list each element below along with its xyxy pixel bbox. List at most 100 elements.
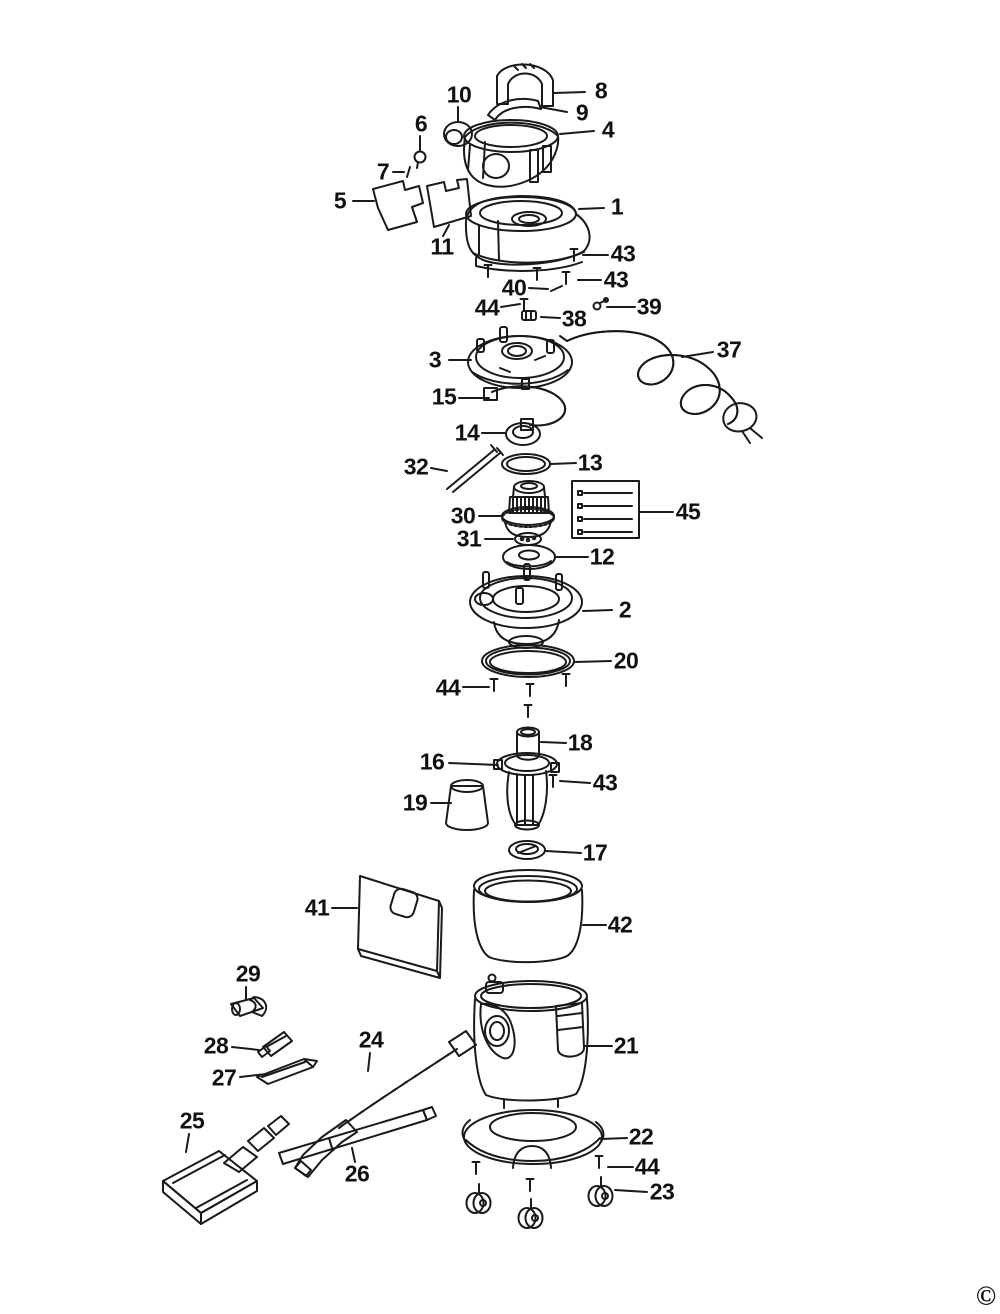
part-16-drawing (493, 752, 560, 831)
part-label-14: 14 (454, 419, 480, 446)
part-label-29: 29 (235, 960, 261, 987)
leader-line-32 (430, 467, 448, 472)
leader-line-8 (553, 91, 586, 94)
part-22-drawing (461, 1109, 605, 1169)
leader-line-37 (681, 351, 714, 358)
part-label-19: 19 (402, 789, 428, 816)
part-label-6: 6 (414, 110, 428, 137)
part-label-43: 43 (603, 266, 629, 293)
part-32-drawing (446, 444, 504, 493)
leader-line-17 (545, 850, 582, 854)
leader-line-44 (500, 303, 521, 308)
part-25-drawing (162, 1115, 290, 1225)
part-label-30: 30 (450, 502, 476, 529)
part-label-18: 18 (567, 729, 593, 756)
leader-line-4 (559, 130, 595, 135)
part-label-38: 38 (561, 305, 587, 332)
part-label-13: 13 (577, 449, 603, 476)
part-label-37: 37 (716, 336, 742, 363)
part-43-screw-float (548, 774, 558, 788)
part-21-drawing (473, 973, 589, 1109)
part-label-22: 22 (628, 1123, 654, 1150)
part-26-drawing (278, 1106, 437, 1165)
part-19-drawing (445, 779, 489, 831)
part-30-drawing (501, 480, 555, 538)
part-label-5: 5 (333, 187, 347, 214)
leader-line-43 (559, 780, 591, 784)
part-label-10: 10 (446, 81, 472, 108)
part-label-11: 11 (430, 233, 454, 260)
part-7-drawing (406, 166, 411, 178)
part-14-drawing (505, 422, 541, 446)
part-20-drawing (481, 644, 575, 678)
part-label-26: 26 (344, 1160, 370, 1187)
leader-line-22 (600, 1137, 628, 1140)
leader-line-40 (528, 287, 549, 290)
part-label-44: 44 (634, 1153, 660, 1180)
part-5-drawing (372, 180, 424, 231)
leader-line-11 (442, 224, 450, 237)
part-label-41: 41 (304, 894, 330, 921)
part-31-drawing (514, 532, 542, 546)
part-15-drawing (483, 378, 567, 431)
leader-line-26 (351, 1147, 356, 1163)
leader-line-18 (540, 741, 567, 744)
part-8-drawing (496, 63, 554, 107)
leader-line-16 (448, 762, 499, 766)
part-label-28: 28 (203, 1032, 229, 1059)
part-label-4: 4 (601, 116, 615, 143)
part-label-8: 8 (594, 77, 608, 104)
part-41-drawing (357, 875, 443, 979)
part-label-31: 31 (456, 525, 482, 552)
part-label-42: 42 (607, 911, 633, 938)
part-24-drawing (294, 1030, 477, 1178)
part-label-7: 7 (376, 158, 390, 185)
leader-line-23 (614, 1189, 648, 1193)
part-6-drawing (413, 150, 427, 169)
part-11-drawing (426, 178, 472, 228)
part-label-44: 44 (474, 294, 500, 321)
part-1-drawing (464, 195, 591, 281)
part-17-drawing (508, 840, 546, 860)
part-label-32: 32 (403, 453, 429, 480)
part-37-drawing (559, 330, 763, 444)
part-label-1: 1 (610, 193, 624, 220)
part-label-39: 39 (636, 293, 662, 320)
leader-line-9 (539, 106, 568, 113)
leader-line-25 (185, 1133, 190, 1153)
leader-line-28 (231, 1046, 260, 1051)
part-label-44: 44 (435, 674, 461, 701)
part-2-drawing (469, 563, 583, 649)
part-label-16: 16 (419, 748, 445, 775)
part-9-drawing (487, 97, 542, 121)
copyright-symbol: © (975, 1280, 997, 1311)
part-label-12: 12 (589, 543, 615, 570)
leader-line-1 (578, 207, 605, 210)
part-label-2: 2 (618, 596, 632, 623)
part-3-drawing (467, 326, 573, 389)
leader-line-24 (367, 1052, 371, 1072)
part-label-20: 20 (613, 647, 639, 674)
leader-line-38 (540, 316, 561, 319)
part-label-45: 45 (675, 498, 701, 525)
leader-lines-layer (185, 91, 714, 1193)
part-label-9: 9 (575, 99, 589, 126)
part-27-drawing (256, 1058, 318, 1085)
part-42-drawing (472, 869, 584, 964)
leader-line-2 (582, 609, 613, 612)
part-label-24: 24 (358, 1026, 384, 1053)
leader-line-20 (574, 660, 612, 663)
part-44-screws-middle (489, 673, 571, 718)
part-38-drawing (521, 310, 537, 321)
part-label-27: 27 (211, 1064, 237, 1091)
part-label-15: 15 (431, 383, 457, 410)
part-label-40: 40 (501, 274, 527, 301)
part-40-drawing (550, 285, 563, 292)
part-13-drawing (501, 453, 551, 475)
part-label-25: 25 (179, 1107, 205, 1134)
leader-line-27 (239, 1073, 267, 1078)
part-28-drawing (257, 1031, 293, 1058)
part-29-drawing (230, 996, 268, 1017)
